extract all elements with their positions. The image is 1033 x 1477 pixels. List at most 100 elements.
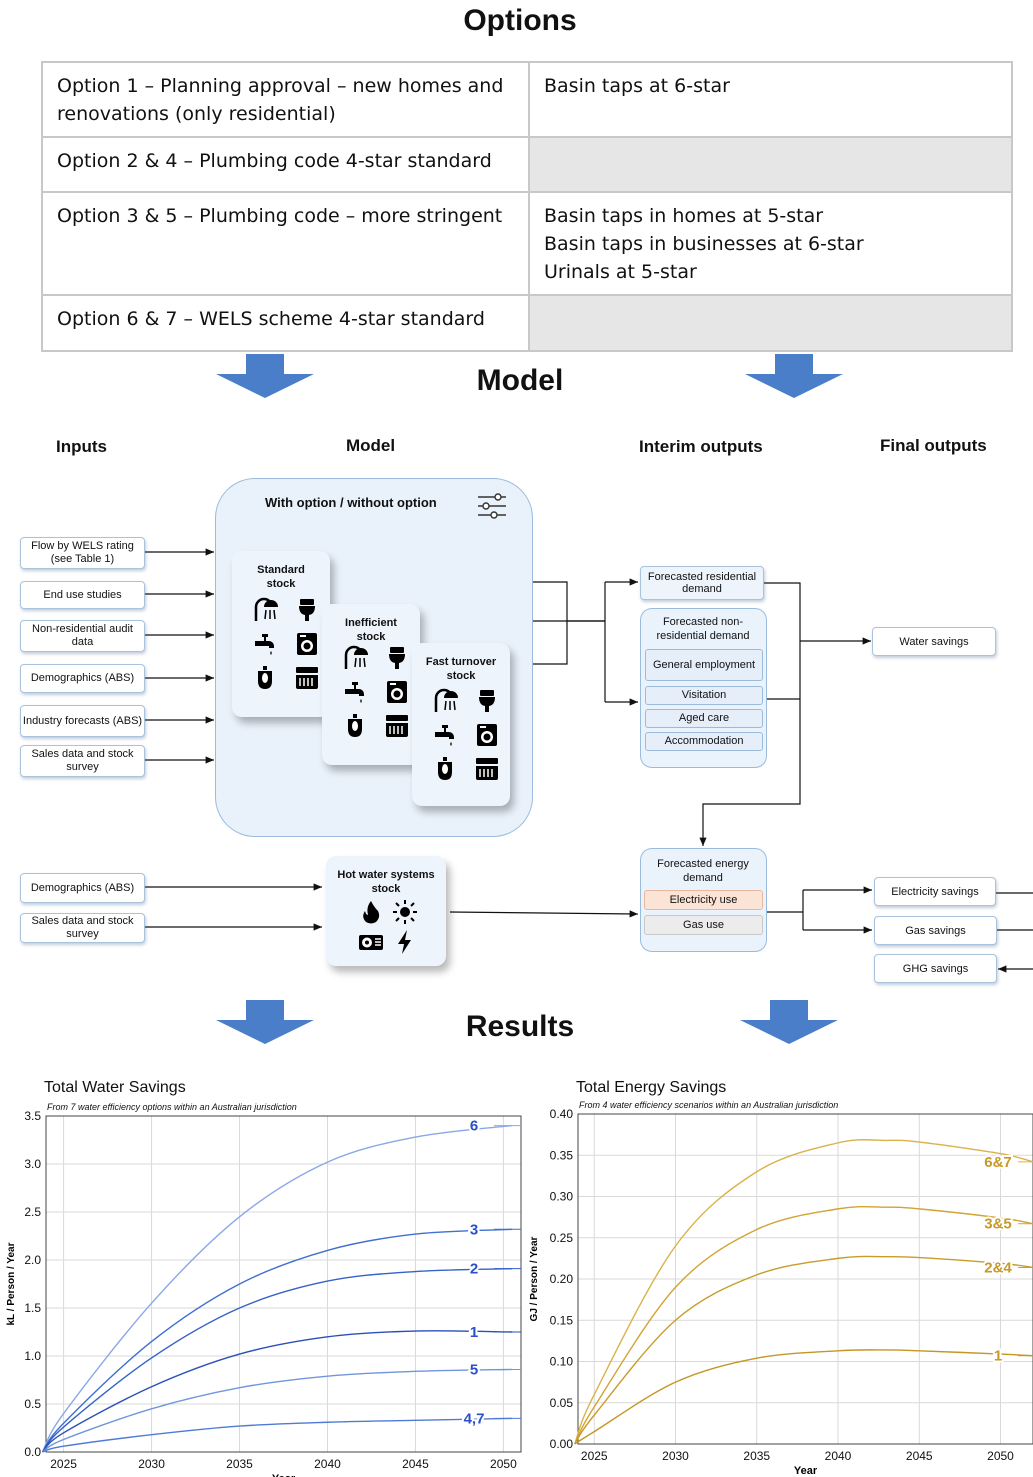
series-line	[574, 1255, 1033, 1445]
nonres-item: Accommodation	[645, 732, 763, 751]
table-row: Option 3 & 5 – Plumbing code – more stri…	[41, 191, 1013, 296]
stock-title: Inefficient stock	[345, 617, 397, 643]
series-label: 3&5	[984, 1216, 1012, 1233]
series-line	[42, 1368, 513, 1453]
option-label: Option 2 & 4 – Plumbing code 4-star stan…	[41, 136, 530, 193]
col-interim: Interim outputs	[639, 437, 763, 456]
series-line	[41, 1124, 513, 1453]
appliance-icons	[342, 645, 416, 739]
tap-icon	[435, 725, 454, 746]
options-table: Option 1 – Planning approval – new homes…	[41, 61, 1013, 352]
toilet-icon	[299, 599, 315, 621]
y-tick-label: 0.5	[24, 1397, 41, 1411]
detail-line: Basin taps in homes at 5-star	[544, 205, 824, 227]
x-tick-label: 2045	[906, 1449, 933, 1463]
electricity-use-box: Electricity use	[644, 890, 763, 910]
y-tick-label: 0.10	[550, 1355, 574, 1369]
tap-icon	[255, 634, 274, 655]
series-label: 5	[470, 1361, 478, 1378]
stock-title: Fast turnover stock	[425, 656, 497, 682]
sliders-icon	[478, 493, 506, 519]
washing-machine-icon	[477, 724, 497, 746]
down-arrow-icon	[740, 1000, 838, 1044]
x-tick-label: 2025	[50, 1457, 77, 1471]
y-tick-label: 2.5	[24, 1205, 41, 1219]
energy-chart-title: Total Energy Savings	[576, 1079, 727, 1096]
col-model: Model	[346, 436, 396, 455]
toilet-icon	[479, 690, 495, 712]
y-tick-label: 0.05	[550, 1396, 574, 1410]
shower-icon	[344, 645, 368, 669]
tap-icon	[345, 682, 364, 703]
hw-input-box: Demographics (ABS)	[20, 873, 145, 903]
option-detail: Basin taps at 6-star	[528, 61, 1013, 138]
ghg-savings-box: GHG savings	[874, 954, 997, 983]
input-box: Flow by WELS rating (see Table 1)	[20, 537, 145, 569]
sun-icon	[393, 900, 417, 924]
option-label: Option 1 – Planning approval – new homes…	[41, 61, 530, 138]
connector-lines	[145, 548, 1033, 973]
hot-water-stock-card: Hot water systems stock	[326, 856, 446, 966]
input-box: Sales data and stock survey	[20, 745, 145, 777]
input-box: Demographics (ABS)	[20, 664, 145, 693]
dishwasher-icon	[296, 667, 318, 689]
plot-frame	[577, 1113, 1033, 1445]
y-tick-label: 0.00	[550, 1437, 574, 1451]
panel-title: With option / without option	[265, 495, 437, 510]
y-tick-label: 3.0	[24, 1157, 41, 1171]
series-label: 1	[470, 1324, 478, 1341]
down-arrow-icon	[745, 354, 843, 398]
dishwasher-icon	[476, 758, 498, 780]
x-tick-label: 2040	[314, 1457, 341, 1471]
series-line	[41, 1228, 513, 1453]
col-final: Final outputs	[880, 436, 987, 455]
x-tick-label: 2025	[581, 1449, 608, 1463]
electricity-savings-box: Electricity savings	[874, 877, 996, 906]
series-line	[574, 1205, 1033, 1445]
x-axis-label: Year	[794, 1465, 818, 1477]
input-box: End use studies	[20, 581, 145, 609]
x-tick-label: 2040	[825, 1449, 852, 1463]
input-box: Non-residential audit data	[20, 620, 145, 652]
y-tick-label: 0.0	[24, 1445, 41, 1459]
series-label: 6	[470, 1118, 478, 1135]
y-tick-label: 1.5	[24, 1301, 41, 1315]
dishwasher-icon	[386, 715, 408, 737]
results-heading: Results	[465, 1010, 575, 1043]
plot-frame	[45, 1115, 522, 1453]
y-tick-label: 0.40	[550, 1107, 574, 1121]
option-detail	[528, 294, 1013, 352]
x-axis-label: Year	[272, 1473, 296, 1477]
option-detail: Basin taps in homes at 5-star Basin taps…	[528, 191, 1013, 296]
x-tick-label: 2045	[402, 1457, 429, 1471]
option-label: Option 3 & 5 – Plumbing code – more stri…	[41, 191, 530, 296]
series-label: 2&4	[984, 1259, 1012, 1276]
water-chart-subtitle: From 7 water efficiency options within a…	[47, 1102, 297, 1112]
flame-icon	[363, 901, 380, 924]
series-label: 6&7	[984, 1154, 1012, 1171]
y-tick-label: 0.35	[550, 1148, 574, 1162]
shower-icon	[434, 688, 458, 712]
residential-demand-box: Forecasted residential demand	[640, 566, 764, 600]
nonres-item: Aged care	[645, 709, 763, 728]
down-arrow-icon	[216, 354, 314, 398]
series-label: 3	[470, 1221, 478, 1238]
series-line	[41, 1267, 513, 1453]
y-tick-label: 0.25	[550, 1231, 574, 1245]
series-line	[42, 1417, 513, 1453]
washing-machine-icon	[387, 681, 407, 703]
water-savings-box: Water savings	[872, 627, 996, 656]
nonres-title: Forecasted non-residential demand	[656, 616, 750, 642]
hot-water-icons	[358, 899, 420, 955]
series-label: 2	[470, 1261, 478, 1278]
nonres-item: General employment	[645, 649, 763, 681]
y-tick-label: 2.0	[24, 1253, 41, 1267]
input-box: Industry forecasts (ABS)	[20, 705, 145, 737]
stock-title: Standard stock	[257, 564, 305, 590]
series-line	[41, 1330, 513, 1453]
series-line	[574, 1349, 1033, 1445]
y-tick-label: 0.20	[550, 1272, 574, 1286]
stock-title: Hot water systems stock	[337, 869, 435, 895]
toilet-icon	[389, 647, 405, 669]
